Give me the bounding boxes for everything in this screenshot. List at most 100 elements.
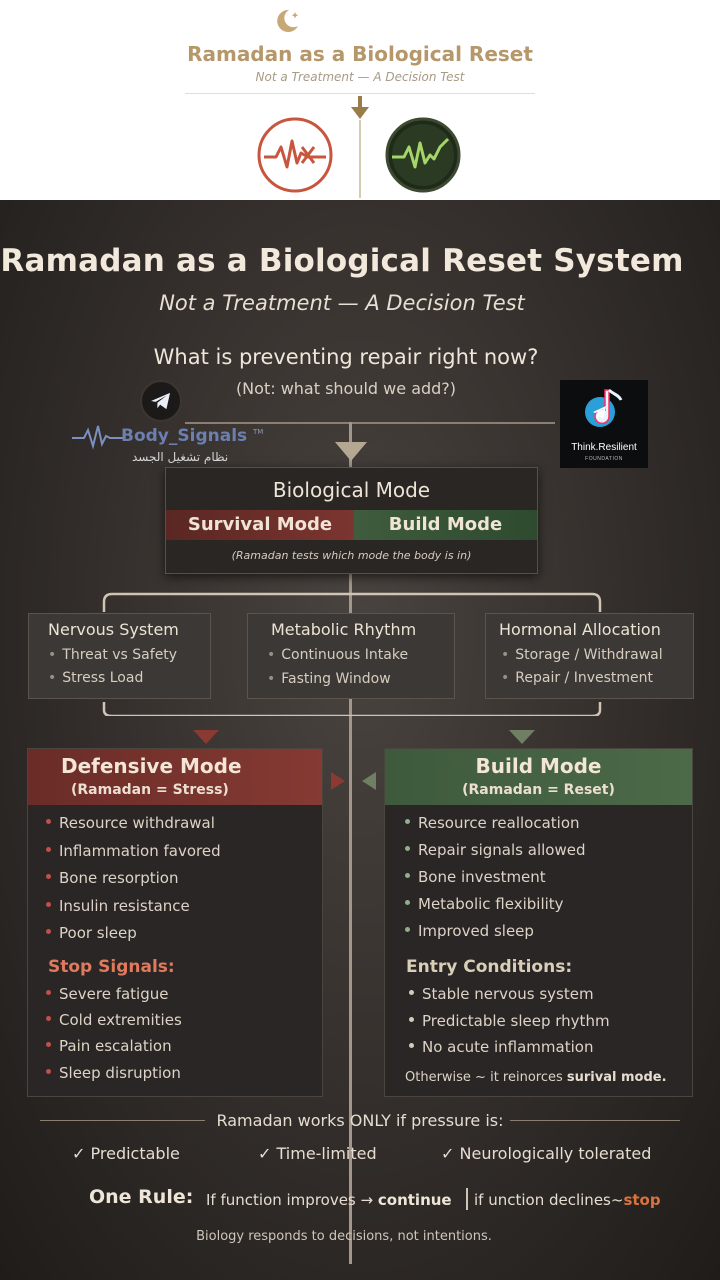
- category-metabolic-rhythm: Metabolic Rhythm Continuous Intake Fasti…: [247, 613, 455, 699]
- poster: Ramadan as a Biological Reset System Not…: [0, 200, 720, 1280]
- bullet-icon: [46, 847, 51, 852]
- list-item: Severe fatigue: [46, 985, 168, 1003]
- list-item-label: Bone resorption: [59, 869, 179, 887]
- list-item: Resource reallocation: [405, 814, 580, 832]
- list-item-label: Predictable sleep rhythm: [422, 1012, 610, 1030]
- list-item: Resource withdrawal: [46, 814, 215, 832]
- list-item: Repair signals allowed: [405, 841, 585, 859]
- bullet-icon: [409, 990, 414, 995]
- category-item: Stress Load: [48, 670, 143, 686]
- right-pointer-icon: [362, 772, 376, 790]
- top-header: Ramadan as a Biological Reset Not a Trea…: [0, 0, 720, 200]
- bullet-icon: [405, 927, 410, 932]
- bullet-icon: [405, 873, 410, 878]
- bio-mode-title: Biological Mode: [272, 478, 431, 502]
- check-item: ✓ Neurologically tolerated: [441, 1144, 651, 1163]
- category-nervous-system: Nervous System Threat vs Safety Stress L…: [28, 613, 211, 699]
- list-item-label: Stable nervous system: [422, 985, 594, 1003]
- rule-if-improves: If function improves: [206, 1191, 356, 1209]
- bullet-icon: [46, 874, 51, 879]
- header-subtitle: Not a Treatment — A Decision Test: [255, 70, 465, 84]
- category-connector: [102, 592, 602, 716]
- category-title: Hormonal Allocation: [499, 620, 661, 639]
- think-resilient-sub: FOUNDATION: [585, 456, 623, 462]
- list-item-label: Pain escalation: [59, 1037, 172, 1055]
- defensive-mode-title: Defensive Mode: [61, 754, 242, 778]
- header-title: Ramadan as a Biological Reset: [187, 42, 533, 66]
- checkmark-icon: ✓: [258, 1144, 277, 1163]
- heartbeat-wave-icon: [72, 425, 124, 450]
- bio-mode-note: (Ramadan tests which mode the body is in…: [231, 549, 472, 562]
- defensive-mode-header: Defensive Mode (Ramadan = Stress): [28, 749, 322, 805]
- body-signals-tm: TM: [253, 428, 264, 436]
- otherwise-strong: surival mode.: [566, 1070, 667, 1085]
- check-label: Predictable: [90, 1144, 180, 1163]
- rule-continue-part: If function improves → continue: [206, 1191, 452, 1209]
- list-item-label: Insulin resistance: [59, 897, 190, 915]
- defensive-mode-subtitle: (Ramadan = Stress): [71, 782, 229, 798]
- check-label: Neurologically tolerated: [459, 1144, 652, 1163]
- build-mode-title: Build Mode: [475, 754, 602, 778]
- crescent-moon-icon: [277, 9, 299, 32]
- checkmark-icon: ✓: [72, 1144, 91, 1163]
- category-title: Metabolic Rhythm: [271, 620, 417, 639]
- list-item-label: Metabolic flexibility: [418, 895, 564, 913]
- bullet-icon: [405, 819, 410, 824]
- bullet-icon: [46, 902, 51, 907]
- list-item: Poor sleep: [46, 924, 137, 942]
- check-item: ✓ Predictable: [72, 1144, 180, 1163]
- healthy-pulse-icon: [385, 117, 461, 193]
- biological-mode-box: Biological Mode Survival Mode Build Mode…: [165, 467, 538, 574]
- question-note: (Not: what should we add?): [235, 379, 457, 398]
- bullet-icon: [405, 846, 410, 851]
- list-item: Predictable sleep rhythm: [409, 1012, 610, 1030]
- bullet-icon: [409, 1017, 414, 1022]
- poster-subtitle: Not a Treatment — A Decision Test: [159, 291, 525, 315]
- telegram-logo-icon: [140, 380, 182, 422]
- category-item: Storage / Withdrawal: [501, 647, 662, 663]
- category-item: Repair / Investment: [501, 670, 653, 686]
- build-mode-header: Build Mode (Ramadan = Reset): [385, 749, 692, 805]
- think-resilient-name: Think.Resilient: [571, 442, 637, 453]
- list-item: Sleep disruption: [46, 1064, 181, 1082]
- bullet-icon: [409, 1043, 414, 1048]
- check-item: ✓ Time-limited: [258, 1144, 377, 1163]
- list-item-label: Resource withdrawal: [59, 814, 215, 832]
- checkmark-icon: ✓: [441, 1144, 460, 1163]
- left-pointer-icon: [331, 772, 345, 790]
- list-item-label: Bone investment: [418, 868, 546, 886]
- bullet-icon: [405, 900, 410, 905]
- main-question: What is preventing repair right now?: [153, 345, 539, 369]
- divider-right: [510, 1120, 680, 1121]
- down-arrow-icon: [351, 96, 369, 119]
- body-signals-arabic: نظام تشغيل الجسد: [132, 450, 229, 464]
- poster-title: Ramadan as a Biological Reset System: [0, 243, 684, 279]
- bullet-icon: [46, 990, 51, 995]
- header-divider: [185, 93, 535, 94]
- category-item: Threat vs Safety: [48, 647, 177, 663]
- list-item-label: Improved sleep: [418, 922, 534, 940]
- check-label: Time-limited: [276, 1144, 377, 1163]
- list-item-label: Severe fatigue: [59, 985, 169, 1003]
- body-signals-name: Body_Signals: [121, 426, 248, 446]
- list-item-label: No acute inflammation: [422, 1038, 594, 1056]
- survival-mode-label: Survival Mode: [166, 510, 354, 540]
- right-arrow-icon: →: [355, 1191, 378, 1209]
- list-item-label: Inflammation favored: [59, 842, 221, 860]
- list-item: Inflammation favored: [46, 842, 221, 860]
- list-item-label: Repair signals allowed: [418, 841, 586, 859]
- header-vertical-line: [359, 120, 361, 198]
- broken-pulse-icon: [257, 117, 333, 193]
- think-resilient-logo: [560, 380, 648, 468]
- bullet-icon: [46, 929, 51, 934]
- otherwise-note: Otherwise ~ it reinorces surival mode.: [405, 1070, 667, 1085]
- category-item: Continuous Intake: [267, 647, 408, 663]
- list-item: Insulin resistance: [46, 897, 190, 915]
- rule-separator: [466, 1188, 468, 1210]
- entry-conditions-title: Entry Conditions:: [406, 957, 573, 977]
- otherwise-prefix: Otherwise ~ it reinorces: [405, 1070, 567, 1085]
- list-item: No acute inflammation: [409, 1038, 593, 1056]
- category-item: Fasting Window: [267, 671, 390, 687]
- list-item-label: Poor sleep: [59, 924, 137, 942]
- main-vertical-line: [349, 422, 352, 1264]
